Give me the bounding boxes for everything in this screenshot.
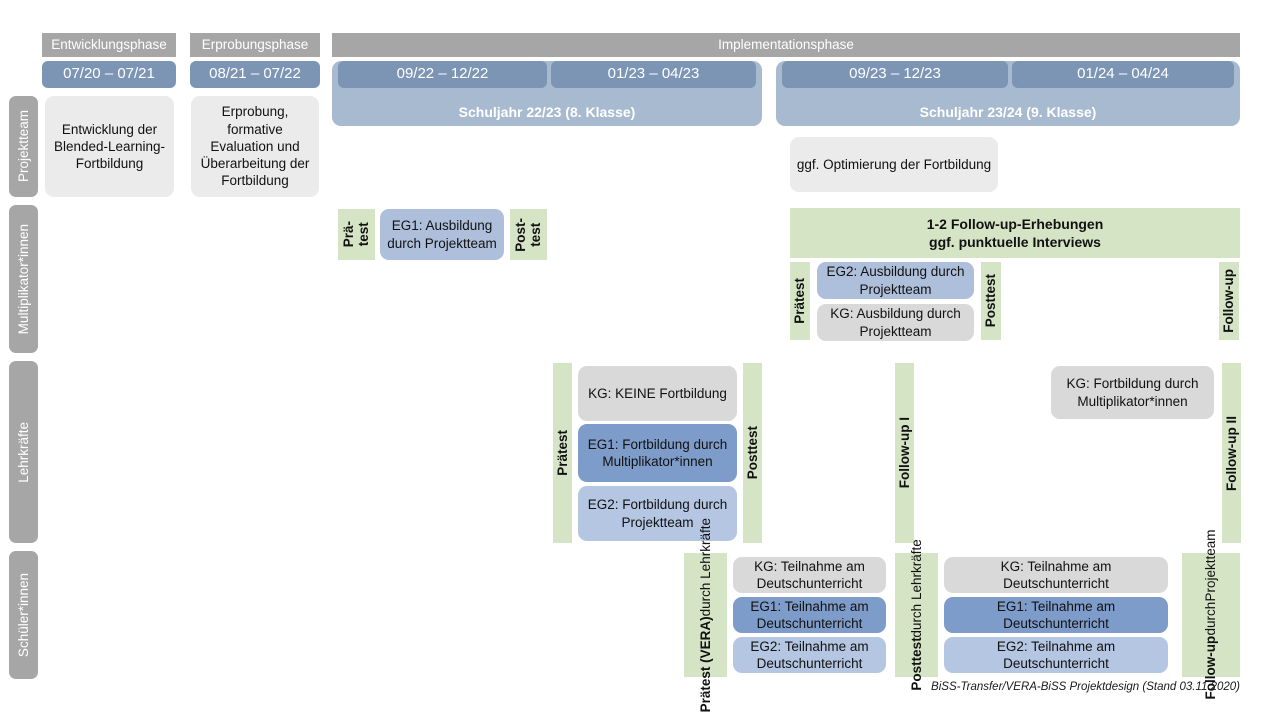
strip-text: Prätest: [554, 430, 570, 476]
strip-followup-2-lehrkraefte: Follow-up II: [1222, 363, 1241, 543]
strip-posttest-multiplikatoren-left: Post-test: [510, 209, 547, 260]
strip-text: Prätest (VERA) durch Lehrkräfte: [697, 517, 713, 713]
phase-header-erprobungsphase: Erprobungsphase: [190, 33, 320, 57]
period-label: 01/24 – 04/24: [1077, 65, 1169, 83]
phase-header-implementationsphase: Implementationsphase: [332, 33, 1240, 57]
card-schueler-left-eg2: EG2: Teilnahme am Deutschunterricht: [733, 637, 886, 673]
card-kg-fortbildung-multiplikatoren: KG: Fortbildung durch Multiplikator*inne…: [1051, 366, 1214, 419]
period-label: 01/23 – 04/23: [607, 65, 700, 83]
card-kg-ausbildung-projektteam: KG: Ausbildung durch Projektteam: [817, 304, 974, 341]
phase-label: Erprobungsphase: [201, 36, 309, 52]
period-label: 09/22 – 12/22: [396, 65, 489, 83]
card-entwicklung-fortbildung: Entwicklung der Blended-Learning-Fortbil…: [45, 96, 174, 197]
card-text: EG2: Ausbildung durch Projektteam: [826, 264, 965, 297]
period-bar-0123-0423: 01/23 – 04/23: [551, 61, 756, 88]
card-text: EG1: Teilnahme am Deutschunterricht: [750, 598, 869, 631]
card-text: ggf. Optimierung der Fortbildung: [796, 156, 992, 172]
card-eg2-ausbildung-projektteam: EG2: Ausbildung durch Projektteam: [817, 262, 974, 299]
card-text: EG2: Fortbildung durch Projektteam: [587, 497, 728, 530]
card-schueler-right-eg2: EG2: Teilnahme am Deutschunterricht: [944, 637, 1168, 673]
period-bar-0720-0721: 07/20 – 07/21: [42, 61, 176, 88]
strip-text: Posttest durch Lehrkräfte: [908, 539, 924, 691]
card-schueler-right-eg1: EG1: Teilnahme am Deutschunterricht: [944, 597, 1168, 633]
row-label-projektteam: Projektteam: [9, 96, 38, 197]
card-text: EG2: Teilnahme am Deutschunterricht: [996, 638, 1116, 671]
strip-text: Posttest: [744, 426, 760, 480]
period-bar-0124-0424: 01/24 – 04/24: [1012, 61, 1234, 88]
card-eg1-fortbildung-multiplikatoren: EG1: Fortbildung durch Multiplikator*inn…: [578, 424, 737, 482]
strip-posttest-multiplikatoren-right: Posttest: [981, 262, 1001, 340]
row-label-multiplikatoren: Multiplikator*innen: [9, 205, 38, 353]
strip-praetest-multiplikatoren-right: Prätest: [790, 262, 810, 340]
strip-praetest-lehrkraefte: Prätest: [553, 363, 572, 543]
card-erprobung-evaluation: Erprobung, formative Evaluation und Über…: [191, 96, 319, 197]
strip-text: Prätest: [792, 278, 808, 324]
strip-text: Follow-up I: [896, 417, 912, 489]
strip-text: Follow-up: [1221, 269, 1237, 333]
card-text: KG: Ausbildung durch Projektteam: [830, 306, 961, 339]
card-schueler-left-eg1: EG1: Teilnahme am Deutschunterricht: [733, 597, 886, 633]
card-eg2-fortbildung-projektteam: EG2: Fortbildung durch Projektteam: [578, 486, 737, 541]
card-kg-keine-fortbildung: KG: KEINE Fortbildung: [578, 366, 737, 421]
period-label: 07/20 – 07/21: [63, 65, 155, 83]
row-label-text: Lehrkräfte: [15, 421, 31, 483]
strip-posttest-lehrkraefte: Posttest: [743, 363, 762, 543]
card-text: EG1: Ausbildung durch Projektteam: [387, 218, 497, 251]
row-label-text: Schüler*innen: [15, 572, 31, 658]
period-label: 09/23 – 12/23: [849, 65, 941, 83]
row-label-text: Projektteam: [15, 110, 31, 183]
phase-label: Implementationsphase: [718, 36, 854, 52]
strip-text: Prä-test: [341, 221, 372, 248]
card-text: Entwicklung der Blended-Learning-Fortbil…: [53, 121, 166, 172]
strip-praetest-multiplikatoren-left: Prä-test: [338, 209, 375, 260]
strip-text: Follow-up durch Projektteam: [1203, 530, 1219, 700]
schoolyear-label: Schuljahr 23/24 (9. Klasse): [919, 103, 1097, 120]
card-text: EG2: Teilnahme am Deutschunterricht: [750, 638, 869, 671]
strip-posttest-schueler: Posttest durch Lehrkräfte: [895, 539, 938, 691]
card-text: KG: Fortbildung durch Multiplikator*inne…: [1066, 376, 1199, 409]
strip-text: Post-test: [513, 217, 544, 252]
period-label: 08/21 – 07/22: [209, 65, 301, 83]
card-optimierung-fortbildung: ggf. Optimierung der Fortbildung: [790, 137, 998, 192]
footer-note: BiSS-Transfer/VERA-BiSS Projektdesign (S…: [740, 681, 1240, 697]
period-bar-0922-1222: 09/22 – 12/22: [338, 61, 547, 88]
card-text: EG1: Fortbildung durch Multiplikator*inn…: [587, 436, 728, 469]
phase-header-entwicklungsphase: Entwicklungsphase: [42, 33, 176, 57]
schoolyear-label: Schuljahr 22/23 (8. Klasse): [458, 103, 636, 120]
card-text: KG: Teilnahme am Deutschunterricht: [1000, 558, 1112, 591]
footer-text: BiSS-Transfer/VERA-BiSS Projektdesign (S…: [931, 681, 1240, 693]
phase-label: Entwicklungsphase: [51, 36, 167, 52]
strip-text: Posttest: [983, 274, 999, 328]
row-label-schueler: Schüler*innen: [9, 551, 38, 679]
period-bar-0923-1223: 09/23 – 12/23: [782, 61, 1008, 88]
strip-followup-multiplikatoren: Follow-up: [1219, 262, 1239, 340]
card-schueler-right-kg: KG: Teilnahme am Deutschunterricht: [944, 557, 1168, 593]
strip-text: Follow-up II: [1223, 415, 1239, 491]
card-text: KG: KEINE Fortbildung: [588, 385, 727, 401]
strip-praetest-vera-schueler: Prätest (VERA) durch Lehrkräfte: [684, 518, 727, 712]
row-label-lehrkraefte: Lehrkräfte: [9, 361, 38, 543]
card-text: EG1: Teilnahme am Deutschunterricht: [996, 598, 1116, 631]
period-bar-0821-0722: 08/21 – 07/22: [190, 61, 320, 88]
card-schueler-left-kg: KG: Teilnahme am Deutschunterricht: [733, 557, 886, 593]
card-text: KG: Teilnahme am Deutschunterricht: [754, 558, 865, 591]
strip-followup-schueler: Follow-up durch Projektteam: [1182, 530, 1240, 700]
card-eg1-ausbildung-projektteam: EG1: Ausbildung durch Projektteam: [380, 209, 504, 260]
card-text: Erprobung, formative Evaluation und Über…: [200, 104, 310, 189]
row-label-text: Multiplikator*innen: [15, 223, 31, 335]
strip-followup-1-lehrkraefte: Follow-up I: [895, 363, 914, 543]
